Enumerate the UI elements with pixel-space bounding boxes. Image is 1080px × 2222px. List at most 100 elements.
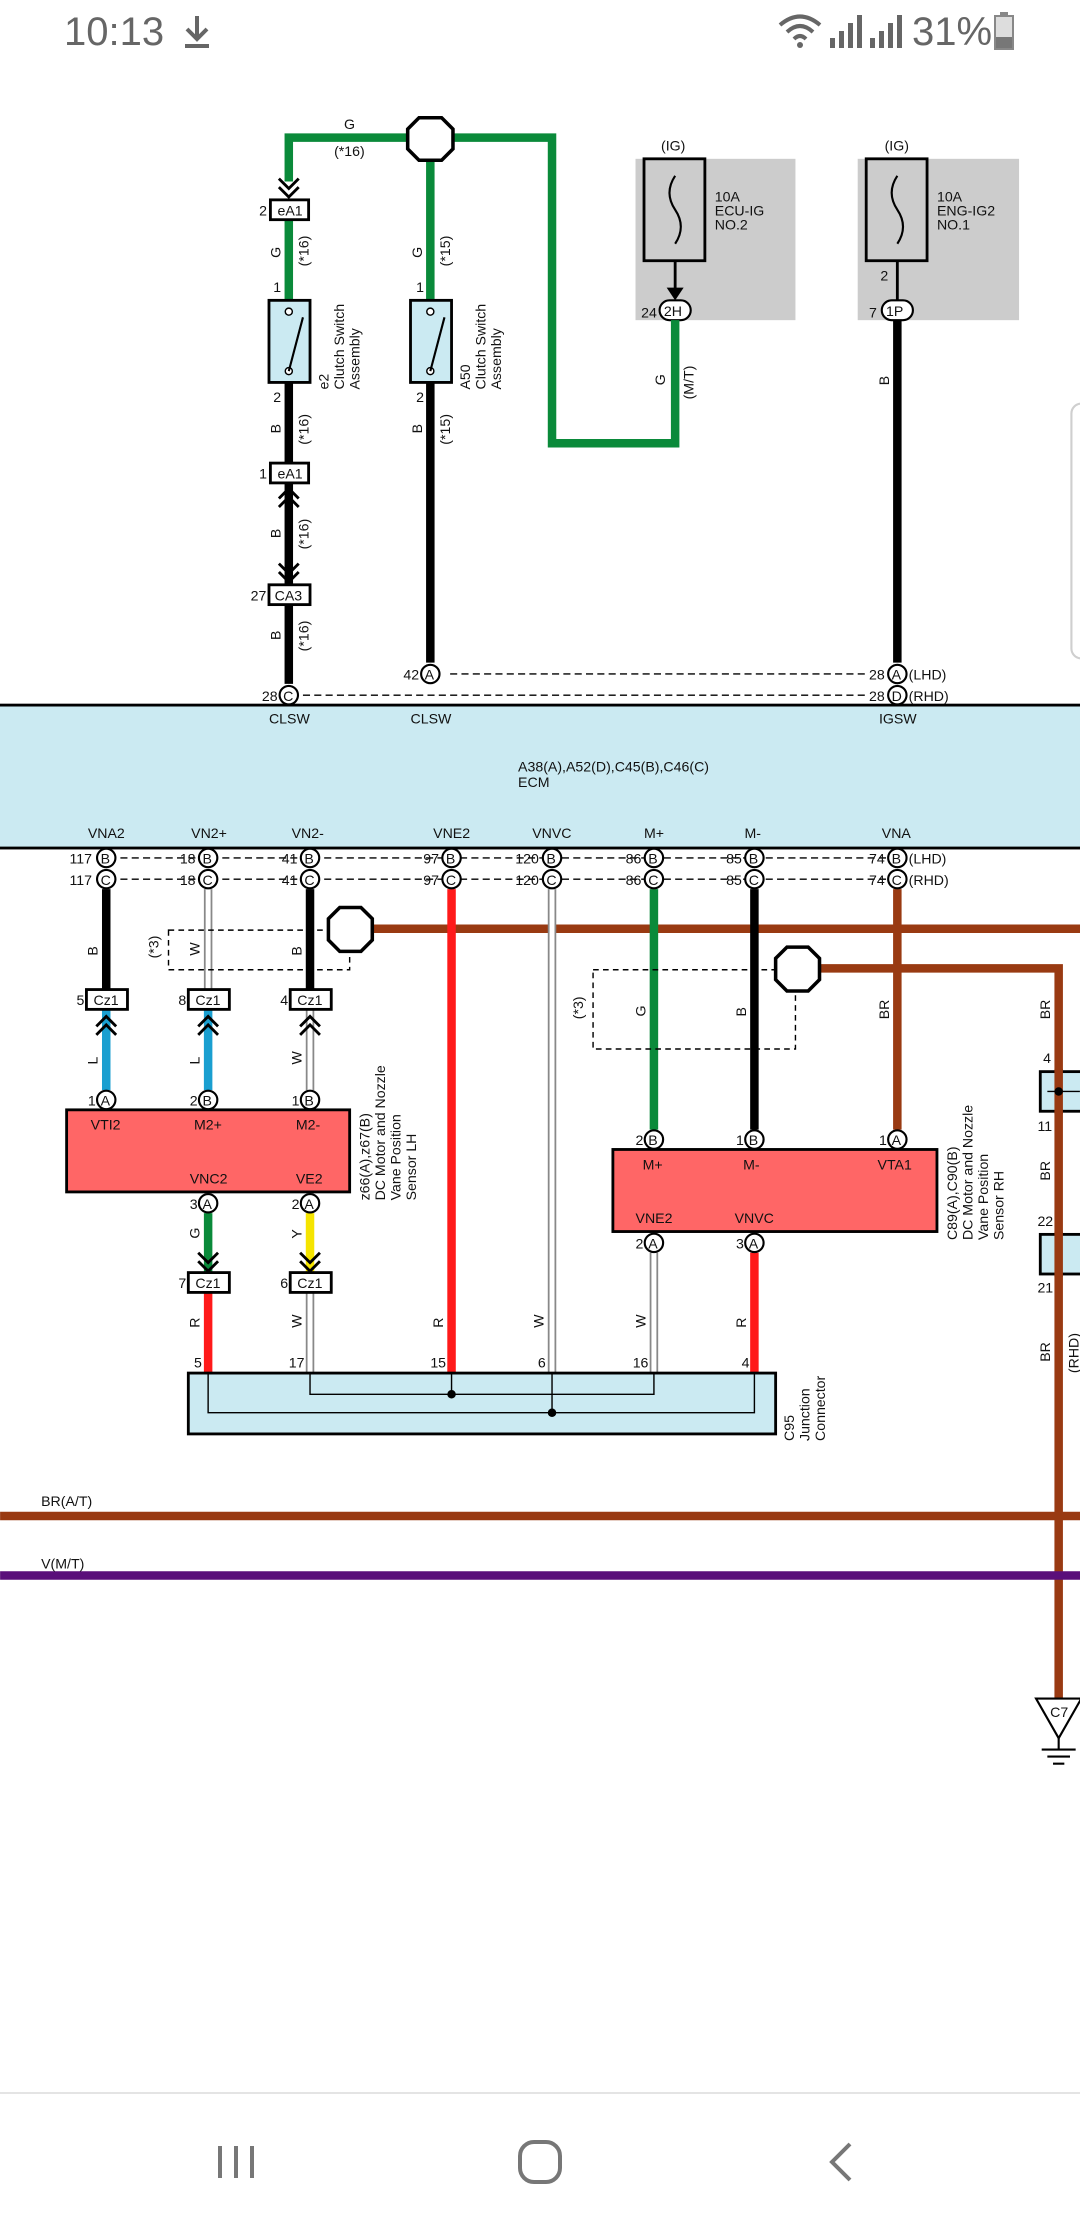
- ground-label: C7: [1050, 1704, 1068, 1720]
- ecm-pin-connector: C: [202, 872, 212, 888]
- ecm-pin-circle: [643, 847, 665, 869]
- back-button[interactable]: [802, 2122, 882, 2202]
- ecm-pin-circle: [197, 847, 219, 869]
- switch-pin1: 1: [416, 279, 424, 295]
- sensor-rh: M+ M- VTA1 VNE2 VNVC B 2 B 1 A 1 A 2 A 3…: [611, 1105, 1006, 1254]
- fuse-rating: 10A: [715, 188, 741, 204]
- ecm-pin-circle: [95, 868, 117, 890]
- svg-text:1: 1: [259, 466, 267, 482]
- wire-label: B: [267, 424, 283, 433]
- svg-text:A: A: [749, 1236, 759, 1252]
- ecm-pin-label: IGSW: [879, 710, 917, 726]
- wire-note: (*16): [296, 414, 312, 445]
- right-edge-connectors: 4 11 22 21: [1037, 1050, 1080, 1295]
- ecm-pin-number: 86: [626, 851, 642, 867]
- back-icon: [829, 2142, 852, 2182]
- ecm-pin-label: VN2-: [292, 825, 325, 841]
- ecm-pin-number: 85: [726, 851, 742, 867]
- switch-name-line1: Clutch Switch: [473, 304, 489, 390]
- ecm-pin-number: 120: [515, 872, 539, 888]
- ecm-pin-circle: [441, 868, 462, 890]
- recent-apps-button[interactable]: [196, 2122, 276, 2202]
- ecm-pin-number: 97: [423, 872, 439, 888]
- sensor-pin-label: M+: [643, 1156, 663, 1172]
- sensor-code: z66(A),z67(B): [356, 1113, 372, 1200]
- ecm-pin-number: 74: [869, 872, 885, 888]
- sensor-lh: VTI2 M2+ M2- VNC2 VE2 A 1 B 2 B 1 A 3 A …: [65, 1065, 419, 1214]
- wire-green-clutch: [284, 133, 680, 448]
- svg-text:A: A: [892, 1132, 902, 1148]
- fuse-pin-number: 24: [641, 304, 657, 320]
- svg-text:A: A: [101, 1093, 111, 1109]
- navigation-bar: [0, 2092, 1080, 2222]
- junction-pin: 4: [742, 1354, 750, 1370]
- bus-label-br: BR(A/T): [41, 1493, 92, 1509]
- ecm-pin-connector: B: [446, 851, 455, 867]
- ecm-pin-note: (LHD): [909, 851, 947, 867]
- ground-symbol: C7: [1034, 1697, 1080, 1765]
- ecm-pin-number: 117: [69, 851, 92, 867]
- junction-name-line1: Junction: [797, 1388, 813, 1441]
- fuse-box-bg: [857, 158, 1020, 321]
- ecm-pin-circle: [197, 868, 219, 890]
- junction-name-line2: Connector: [812, 1375, 828, 1441]
- wire-label: R: [187, 1318, 203, 1328]
- fuse-rating: 10A: [937, 188, 963, 204]
- ecm-pin-number: 97: [423, 851, 439, 867]
- ecm-pin-number: 120: [515, 851, 539, 867]
- ecm-pin-connector: B: [749, 851, 758, 867]
- svg-text:7: 7: [178, 1275, 186, 1291]
- connector-ca3: CA3 27: [251, 583, 312, 607]
- scroll-handle[interactable]: [1070, 402, 1080, 660]
- ecm-pin-connector: C: [648, 872, 658, 888]
- clutch-switch-e2: 1 2 e2 Clutch Switch Assembly: [267, 279, 363, 405]
- svg-text:B: B: [648, 1132, 657, 1148]
- bus-label-v: V(M/T): [41, 1555, 84, 1571]
- clutch-switch-a50: 1 2 A50 Clutch Switch Assembly: [409, 279, 504, 405]
- wire-label: G: [632, 1005, 648, 1016]
- fuse-inner-pin: 2: [880, 268, 888, 284]
- ecm-pin-connector: B: [546, 851, 555, 867]
- svg-text:(RHD): (RHD): [909, 688, 949, 704]
- lower-wires: B W B (*3) (*3) G B BR BR BR BR (RHD) L …: [85, 857, 1080, 1699]
- wire-note: (*3): [146, 936, 162, 959]
- fuse-supply-label: (IG): [661, 137, 685, 153]
- switch-pin2: 2: [416, 389, 424, 405]
- signal-icon: [870, 15, 902, 48]
- fuse-name-line2: NO.1: [937, 217, 970, 233]
- wire-label: B: [289, 946, 305, 955]
- sensor-name-line1: DC Motor and Nozzle: [959, 1105, 975, 1240]
- sensor-pin-label: VNE2: [636, 1210, 673, 1226]
- home-button[interactable]: [500, 2122, 580, 2202]
- ecm-pin-number: 85: [726, 872, 742, 888]
- svg-text:A: A: [425, 667, 435, 683]
- wire-note: (*16): [334, 143, 365, 159]
- ecm-pin-connector: C: [892, 872, 902, 888]
- svg-text:C: C: [283, 688, 293, 704]
- junction-pin: 6: [538, 1354, 546, 1370]
- ecm-pin-circle: [95, 847, 117, 869]
- svg-text:3: 3: [190, 1196, 198, 1212]
- switch-code: A50: [457, 364, 473, 389]
- connector-cz1-vn2p: Cz1 8: [178, 988, 231, 1011]
- wire-label: B: [267, 529, 283, 538]
- wire-note: (*15): [437, 236, 453, 267]
- svg-text:8: 8: [178, 992, 186, 1008]
- svg-text:2: 2: [190, 1093, 198, 1109]
- switch-name-line2: Assembly: [488, 327, 504, 389]
- side-pin: 21: [1037, 1279, 1053, 1295]
- wire-label: W: [632, 1314, 648, 1328]
- signal-icon: [830, 15, 862, 48]
- ecm-pin-number: 41: [282, 872, 298, 888]
- svg-text:28: 28: [869, 688, 885, 704]
- connector-cz1-vna2: Cz1 5: [77, 988, 129, 1011]
- connector-cz1-ve2: Cz1 6: [280, 1271, 333, 1294]
- svg-text:eA1: eA1: [277, 466, 302, 482]
- wire-label: W: [289, 1314, 305, 1328]
- svg-text:1: 1: [879, 1132, 887, 1148]
- wire-label: Y: [289, 1229, 305, 1239]
- fuse-name-line2: NO.2: [715, 217, 748, 233]
- ecm-code: A38(A),A52(D),C45(B),C46(C): [518, 759, 709, 775]
- svg-text:Cz1: Cz1: [195, 992, 220, 1008]
- svg-text:2: 2: [636, 1236, 644, 1252]
